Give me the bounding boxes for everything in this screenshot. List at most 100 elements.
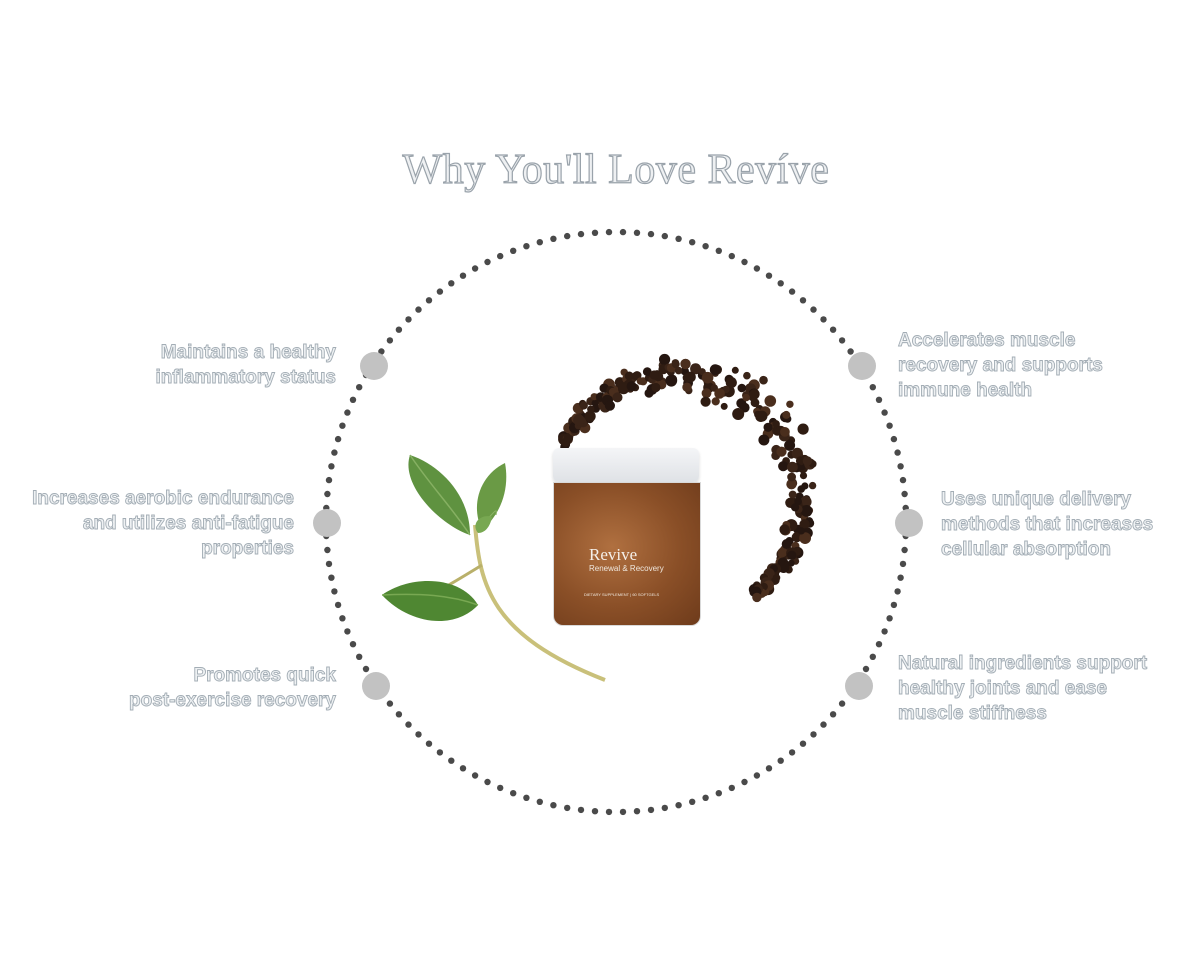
peppercorn bbox=[787, 550, 797, 560]
ring-dot bbox=[799, 740, 807, 747]
peppercorn bbox=[787, 559, 795, 567]
peppercorn bbox=[772, 574, 781, 582]
peppercorn bbox=[700, 396, 711, 407]
feature-line: and utilizes anti-fatigue bbox=[82, 513, 294, 535]
feature-line: Promotes quick bbox=[193, 665, 336, 687]
ring-dot bbox=[331, 449, 338, 456]
peppercorn bbox=[714, 388, 725, 399]
peppercorn bbox=[808, 481, 817, 490]
peppercorn bbox=[690, 363, 702, 375]
ring-dot bbox=[523, 794, 530, 801]
ring-dot bbox=[386, 337, 394, 344]
ring-dot bbox=[633, 808, 641, 815]
supplement-jar-lid bbox=[553, 448, 699, 482]
ring-dot bbox=[741, 778, 748, 786]
ring-dot bbox=[349, 396, 357, 403]
ring-dot bbox=[325, 560, 333, 568]
ring-dot bbox=[344, 409, 351, 416]
peppercorn bbox=[685, 371, 696, 383]
ring-dot bbox=[425, 740, 433, 747]
peppercorn bbox=[579, 401, 588, 410]
peppercorn bbox=[649, 370, 659, 380]
ring-dot bbox=[356, 384, 363, 391]
peppercorn bbox=[799, 532, 811, 544]
peppercorn bbox=[791, 447, 803, 459]
ring-dot bbox=[619, 808, 627, 816]
ring-dot bbox=[415, 306, 422, 313]
feature-muscle-recovery: Accelerates muscle recovery and supports… bbox=[898, 328, 1104, 403]
peppercorn bbox=[680, 358, 691, 370]
mint-sprig-illustration bbox=[381, 454, 606, 682]
ring-dot bbox=[328, 463, 335, 470]
ring-dot bbox=[550, 235, 557, 242]
ring-dot bbox=[881, 409, 888, 416]
peppercorn bbox=[671, 360, 680, 369]
ring-dot bbox=[459, 765, 467, 772]
ring-dot bbox=[471, 772, 479, 779]
ring-dot bbox=[838, 700, 846, 707]
peppercorn bbox=[604, 400, 615, 411]
ring-dot bbox=[471, 265, 479, 272]
ring-dot bbox=[564, 804, 571, 812]
peppercorn bbox=[791, 532, 802, 543]
peppercorn bbox=[788, 490, 797, 499]
peppercorn bbox=[749, 389, 760, 400]
ring-dot bbox=[328, 574, 335, 581]
peppercorn bbox=[732, 408, 745, 420]
ring-dot bbox=[777, 280, 784, 287]
ring-dot bbox=[550, 802, 557, 809]
ring-dot bbox=[675, 802, 682, 809]
ring-dot bbox=[881, 628, 888, 635]
ring-dot bbox=[497, 784, 504, 792]
jar-subtitle: Renewal & Recovery bbox=[589, 564, 664, 573]
peppercorn bbox=[563, 432, 574, 443]
ring-dot bbox=[838, 337, 846, 344]
peppercorn bbox=[642, 367, 652, 377]
ring-dot bbox=[523, 243, 530, 250]
ring-dot bbox=[591, 808, 599, 815]
ring-dot bbox=[605, 228, 613, 236]
peppercorn bbox=[777, 550, 785, 558]
ring-dot bbox=[344, 628, 351, 635]
peppercorn bbox=[624, 371, 634, 381]
ring-dot bbox=[325, 476, 333, 484]
feature-line: Accelerates muscle bbox=[898, 330, 1076, 352]
ring-dot bbox=[702, 794, 709, 801]
ring-dot bbox=[689, 239, 696, 246]
ring-dot bbox=[901, 490, 908, 498]
peppercorn bbox=[612, 392, 623, 403]
ring-dot bbox=[395, 326, 403, 333]
peppercorn bbox=[590, 393, 598, 401]
page-title: Why You'll Love Revíve bbox=[402, 146, 830, 193]
peppercorn bbox=[701, 371, 714, 384]
feature-line: immune health bbox=[898, 380, 1033, 402]
peppercorn bbox=[772, 420, 780, 428]
ring-dot bbox=[334, 435, 342, 443]
ring-dot bbox=[405, 721, 412, 728]
ring-dot bbox=[324, 546, 331, 554]
marker-right-1 bbox=[848, 352, 876, 380]
peppercorn bbox=[759, 375, 768, 385]
feature-inflammatory: Maintains a healthy inflammatory status bbox=[155, 340, 336, 390]
ring-dot bbox=[765, 765, 773, 772]
peppercorn bbox=[776, 446, 787, 457]
ring-dot bbox=[862, 665, 870, 673]
peppercorn bbox=[800, 496, 812, 508]
peppercorn bbox=[791, 503, 800, 512]
ring-dot bbox=[810, 731, 817, 738]
ring-dot bbox=[820, 721, 827, 728]
ring-dot bbox=[577, 806, 585, 814]
ring-dot bbox=[619, 228, 627, 236]
ring-dot bbox=[334, 601, 342, 609]
peppercorn bbox=[682, 382, 692, 392]
ring-dot bbox=[894, 449, 901, 456]
feature-recovery: Promotes quick post-exercise recovery bbox=[129, 663, 337, 713]
ring-dot bbox=[362, 665, 370, 673]
peppercorn bbox=[797, 485, 805, 493]
peppercorn bbox=[778, 461, 789, 472]
ring-dot bbox=[436, 288, 444, 295]
ring-dots bbox=[322, 228, 910, 816]
peppercorn bbox=[665, 374, 678, 387]
peppercorn bbox=[709, 364, 721, 376]
ring-dot bbox=[675, 235, 682, 242]
